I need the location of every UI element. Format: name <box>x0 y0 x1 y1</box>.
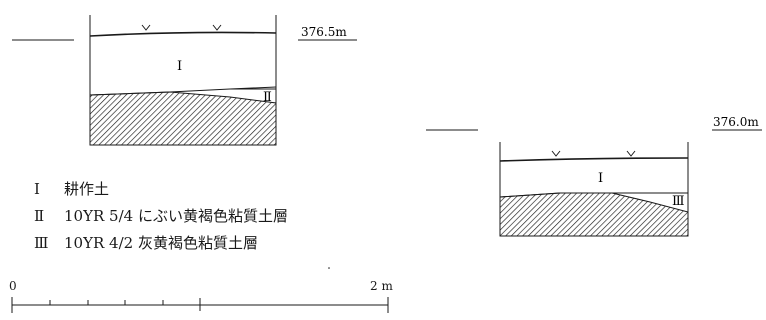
legend-numeral: Ⅱ <box>34 207 45 225</box>
left-section-layer-label: Ⅱ <box>263 90 272 105</box>
scale-bar <box>11 297 389 313</box>
right-section-layer-label: Ⅲ <box>672 194 685 209</box>
right-section-layer-label: Ⅰ <box>598 171 603 186</box>
left-section: 376.5m Ⅰ Ⅱ <box>12 15 357 146</box>
legend-description: 10YR 5/4 にぶい黄褐色粘質土層 <box>64 207 288 225</box>
legend-numeral: Ⅰ <box>34 180 40 198</box>
scale-end-label: 2 m <box>370 279 393 293</box>
left-section-vegetation-mark <box>212 24 222 31</box>
legend-row: Ⅰ 耕作土 <box>34 180 109 198</box>
right-section-vegetation-mark <box>626 150 636 157</box>
right-section-vegetation-mark <box>551 150 561 157</box>
legend-row: Ⅱ 10YR 5/4 にぶい黄褐色粘質土層 <box>34 207 288 225</box>
right-section-ground-surface <box>499 157 689 162</box>
legend-description: 10YR 4/2 灰黄褐色粘質土層 <box>64 234 258 252</box>
legend-numeral: Ⅲ <box>34 234 49 252</box>
left-section-vegetation-mark <box>141 24 151 31</box>
left-section-elevation-label: 376.5m <box>301 25 347 39</box>
right-section-bedrock-hatch <box>499 192 689 237</box>
left-section-ground-surface <box>89 31 277 37</box>
stray-mark <box>328 267 330 269</box>
right-section-elevation-label: 376.0m <box>713 115 759 129</box>
left-section-layer-boundary <box>229 86 277 90</box>
left-section-bedrock-hatch <box>89 91 277 146</box>
right-section: 376.0m Ⅰ Ⅲ <box>426 115 762 237</box>
legend-row: Ⅲ 10YR 4/2 灰黄褐色粘質土層 <box>34 234 258 252</box>
legend-description: 耕作土 <box>64 180 110 198</box>
left-section-layer-label: Ⅰ <box>177 59 182 74</box>
scale-start-label: 0 <box>9 279 17 293</box>
